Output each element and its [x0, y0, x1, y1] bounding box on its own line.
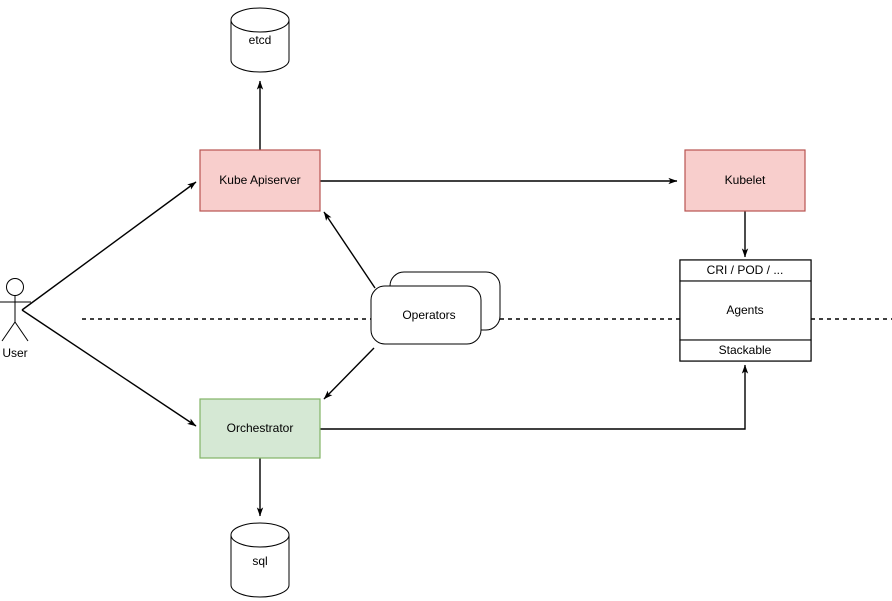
agents-row-stackable-label: Stackable [719, 343, 772, 357]
node-orchestrator[interactable]: Orchestrator [199, 398, 321, 459]
edge-operators-to-orchestrator [323, 347, 375, 400]
edge-user-to-kube-apiserver [21, 181, 197, 311]
sql-label: sql [252, 554, 267, 568]
etcd-label: etcd [249, 33, 272, 47]
kube-apiserver-label: Kube Apiserver [219, 173, 300, 187]
node-kube-apiserver[interactable]: Kube Apiserver [199, 149, 321, 212]
node-kubelet[interactable]: Kubelet [684, 149, 806, 212]
node-sql[interactable]: sql [230, 522, 290, 598]
node-user[interactable]: User [0, 278, 31, 361]
kubelet-label: Kubelet [725, 173, 766, 187]
node-etcd[interactable]: etcd [230, 7, 290, 73]
edge-operators-to-kube-apiserver [323, 211, 376, 289]
node-operators[interactable]: Operators [370, 271, 501, 345]
agents-row-agents-label: Agents [726, 303, 763, 317]
node-agents-stack[interactable]: CRI / POD / ... Agents Stackable [679, 259, 812, 362]
orchestrator-label: Orchestrator [227, 421, 294, 435]
agents-row-agents[interactable]: Agents [679, 280, 812, 341]
agents-row-stackable[interactable]: Stackable [679, 339, 812, 362]
edge-orchestrator-to-stackable [320, 364, 749, 430]
user-actor-icon [0, 278, 31, 342]
agents-row-cri-label: CRI / POD / ... [707, 263, 784, 277]
user-label: User [2, 346, 27, 360]
agents-row-cri[interactable]: CRI / POD / ... [679, 259, 812, 282]
operators-label: Operators [402, 308, 455, 322]
edge-user-to-orchestrator [21, 309, 197, 427]
